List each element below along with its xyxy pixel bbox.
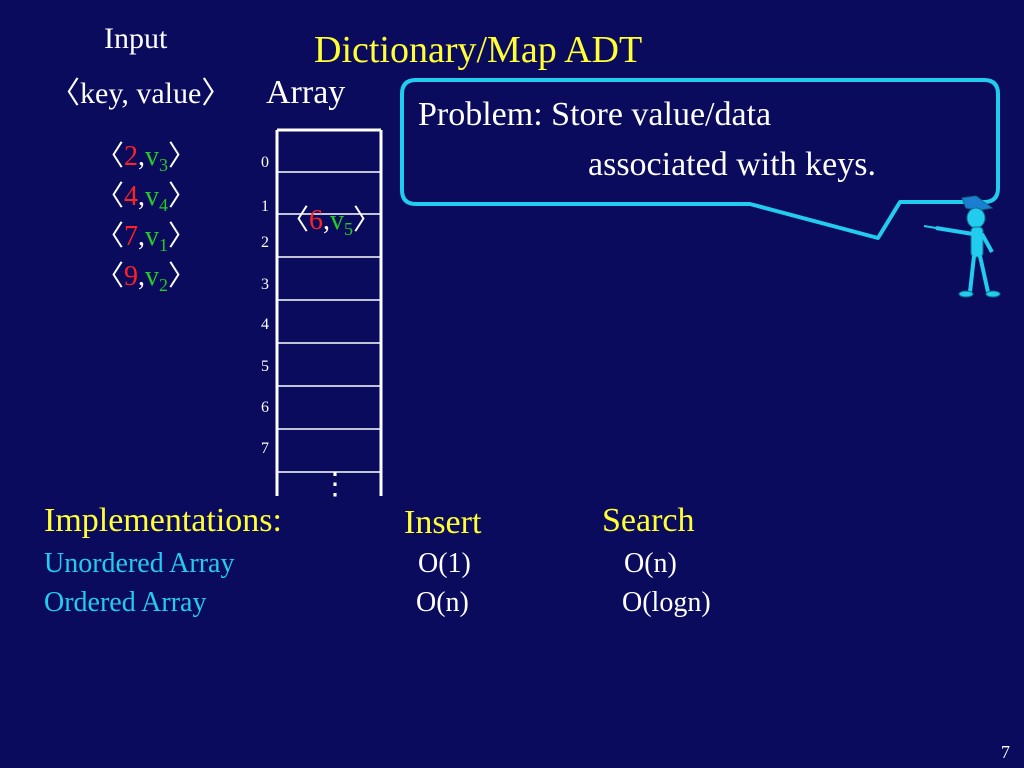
row-label-ordered-array: Ordered Array — [44, 587, 207, 618]
insert-complexity: O(n) — [416, 587, 469, 618]
array-index: 2 — [261, 234, 269, 251]
speech-bubble-outline — [400, 78, 1000, 240]
slide-title: Dictionary/Map ADT — [314, 29, 643, 71]
pair-value: v — [145, 261, 160, 292]
pair-subscript: 2 — [159, 275, 169, 295]
pair-value: v — [145, 221, 160, 252]
implementations-heading: Implementations: — [44, 502, 282, 539]
insert-column-heading: Insert — [404, 504, 482, 541]
pair-key: 4 — [124, 181, 139, 212]
array-index: 7 — [261, 440, 269, 457]
array-index: 6 — [261, 399, 269, 416]
array-heading: Array — [266, 74, 346, 111]
array-index: 4 — [261, 316, 269, 333]
problem-line-1: Problem: Store value/data — [418, 96, 772, 133]
array-index: 3 — [261, 276, 269, 293]
pirate-arm-icon — [980, 233, 994, 253]
pair-key: 2 — [124, 141, 139, 172]
input-pair: 〈2,v3〉 — [96, 141, 197, 175]
pirate-leg-icon — [978, 255, 990, 293]
pair-subscript: 3 — [159, 155, 169, 175]
pirate-leg-icon — [968, 255, 976, 293]
pair-subscript: 4 — [159, 195, 169, 215]
insert-complexity: O(1) — [418, 548, 471, 579]
pirate-character-icon — [923, 195, 1001, 298]
pirate-body-icon — [970, 226, 984, 258]
search-complexity: O(n) — [624, 548, 677, 579]
pair-value: v — [330, 205, 345, 236]
array-index: 0 — [261, 154, 269, 171]
page-number: 7 — [1001, 742, 1010, 762]
row-label-unordered-array: Unordered Array — [44, 548, 235, 579]
input-heading: Input — [104, 22, 168, 55]
pair-key: 6 — [309, 205, 324, 236]
pair-value: v — [145, 181, 160, 212]
pirate-head-icon — [966, 207, 986, 229]
array-index: 5 — [261, 358, 269, 375]
problem-line-2: associated with keys. — [588, 146, 876, 183]
pirate-arm-icon — [935, 226, 974, 236]
array-ellipsis: ⋮ — [320, 468, 350, 501]
array-diagram — [275, 128, 383, 496]
array-stored-pair: 〈6,v5〉 — [281, 205, 382, 239]
pair-subscript: 1 — [159, 235, 169, 255]
pair-key: 7 — [124, 221, 139, 252]
pair-key: 9 — [124, 261, 139, 292]
input-pair: 〈7,v1〉 — [96, 221, 197, 255]
pair-value: v — [145, 141, 160, 172]
input-subheading: 〈key, value〉 — [50, 77, 232, 110]
pirate-foot-icon — [985, 290, 1001, 298]
pirate-hat-icon — [961, 195, 994, 211]
search-column-heading: Search — [602, 502, 695, 539]
speech-bubble — [400, 78, 1000, 240]
search-complexity: O(logn) — [622, 587, 711, 618]
pair-subscript: 5 — [344, 219, 354, 239]
array-index: 1 — [261, 198, 269, 215]
input-pair: 〈4,v4〉 — [96, 181, 197, 215]
pirate-finger-icon — [923, 225, 937, 229]
input-pair: 〈9,v2〉 — [96, 261, 197, 295]
pirate-foot-icon — [958, 290, 974, 298]
